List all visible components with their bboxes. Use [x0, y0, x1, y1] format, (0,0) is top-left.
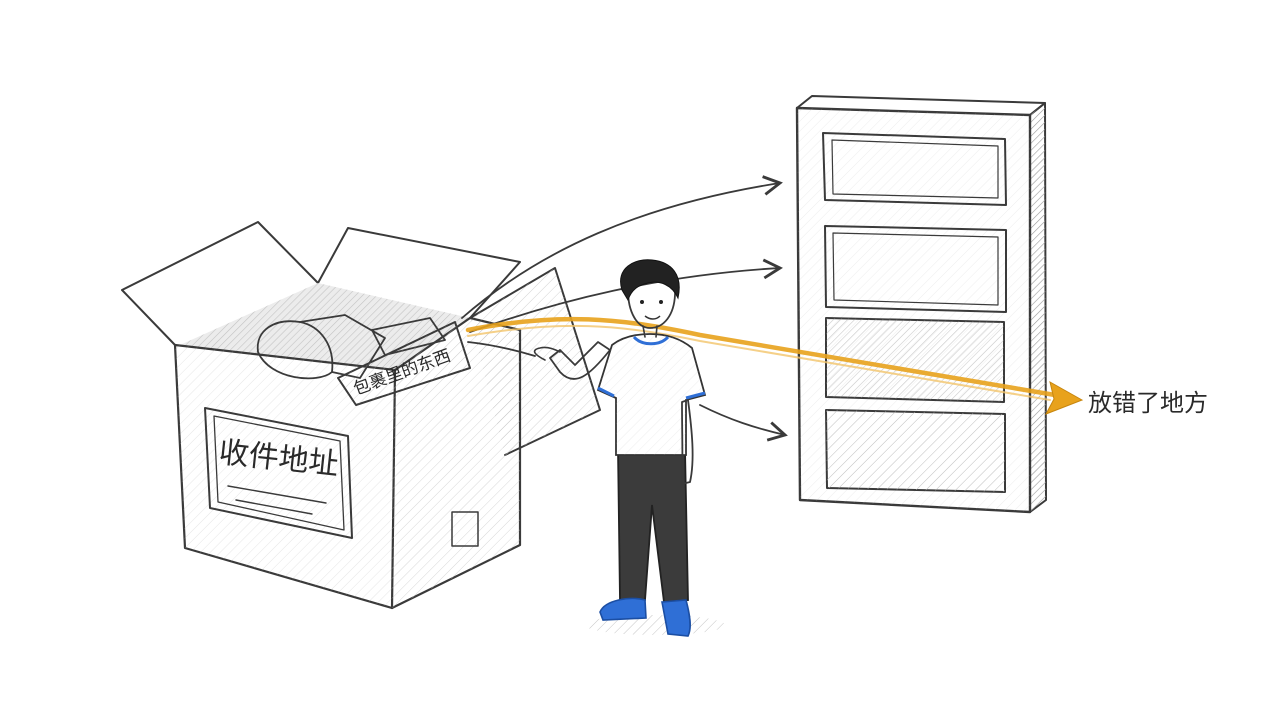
shelf-slot-1	[822, 132, 1007, 206]
sorting-arrows	[461, 175, 788, 442]
shelf-slot-4	[825, 409, 1006, 493]
person-figure	[533, 259, 725, 637]
wrong-place-label: 放错了地方	[1088, 389, 1208, 417]
left-shoe	[599, 597, 647, 621]
misplaced-arrow	[465, 316, 1084, 415]
pants	[617, 449, 689, 603]
hair	[620, 259, 680, 302]
cardboard-box	[121, 221, 601, 610]
sleeve-trim	[685, 391, 706, 400]
right-shoe	[661, 599, 691, 637]
shelf-slot-2	[824, 225, 1007, 313]
shelf-cabinet	[795, 95, 1047, 514]
misplaced-arrowhead	[1044, 381, 1084, 415]
hand	[533, 346, 561, 361]
collar	[632, 335, 670, 346]
